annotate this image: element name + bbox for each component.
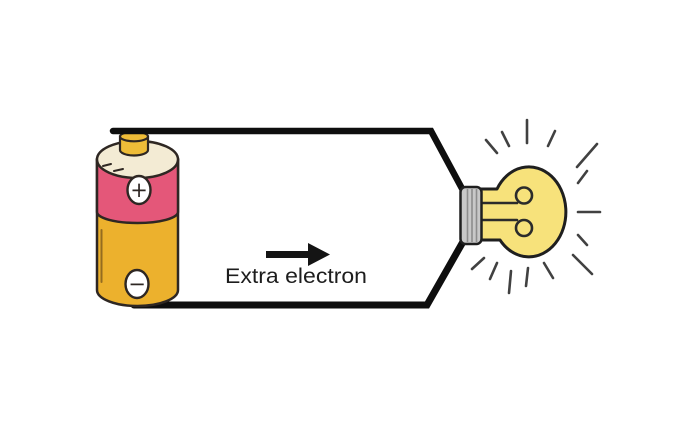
bulb-screw-base xyxy=(459,185,483,246)
ray-line xyxy=(507,269,513,295)
battery-top-detail-dashes xyxy=(102,163,124,172)
electron-flow-arrow-icon xyxy=(266,243,330,266)
ray-line xyxy=(484,138,499,155)
ray-line xyxy=(576,169,589,185)
negative-symbol: − xyxy=(128,272,146,296)
negative-terminal-badge xyxy=(124,268,150,300)
ray-line xyxy=(576,233,589,247)
positive-symbol: + xyxy=(130,178,148,202)
extra-electron-label: Extra electron xyxy=(225,264,367,288)
light-bulb xyxy=(459,165,568,259)
filament-top-loop xyxy=(514,186,534,205)
ray-line xyxy=(500,130,511,148)
ray-line xyxy=(546,129,557,148)
ray-line xyxy=(571,253,594,276)
ray-line xyxy=(542,261,555,280)
bulb-glass xyxy=(479,165,568,259)
positive-terminal-badge xyxy=(126,174,152,206)
wire-bottom xyxy=(130,236,468,309)
ray-line xyxy=(488,261,499,281)
bulb-base-ridges xyxy=(466,189,478,242)
ray-line xyxy=(524,266,530,288)
ray-line xyxy=(470,256,486,271)
light-rays xyxy=(470,118,602,295)
ray-line xyxy=(575,142,599,169)
battery: + − xyxy=(95,130,180,308)
wire-top xyxy=(109,127,470,200)
filament-bottom-loop xyxy=(514,218,534,238)
